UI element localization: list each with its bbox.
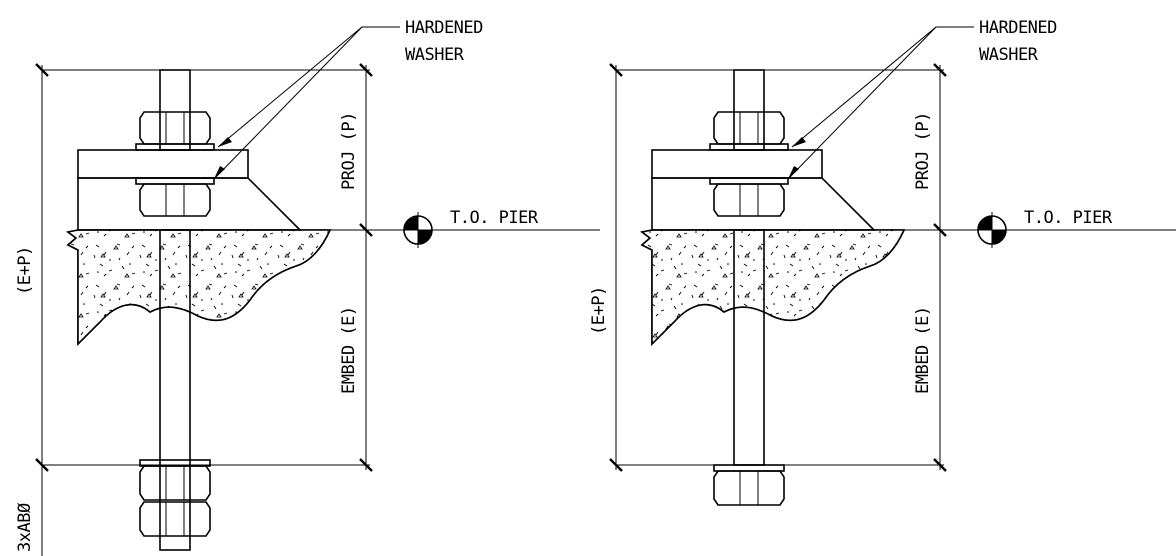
- hardened-washer-top: [709, 143, 789, 151]
- washer-label-line1: HARDENED: [979, 18, 1057, 38]
- washer-label-line2: WASHER: [405, 45, 465, 65]
- elevation-marker-icon: [974, 212, 1010, 248]
- detail-right: HARDENED WASHER T.O. PIER PROJ (P) EMBED…: [589, 18, 1176, 506]
- embed-label: EMBED (E): [913, 306, 933, 394]
- hex-nut-bottom-pair: [139, 459, 211, 537]
- grout-pad: [651, 177, 876, 231]
- total-label: (E+P): [589, 286, 609, 335]
- leader-lines: [787, 26, 974, 180]
- base-plate: [651, 149, 823, 179]
- washer-label-line1: HARDENED: [405, 18, 483, 38]
- hardened-washer-bottom: [135, 177, 215, 185]
- detail-left: HARDENED WASHER T.O. PIER PROJ (P) EMBED…: [15, 18, 600, 556]
- elevation-marker-icon: [400, 212, 436, 248]
- dimension-lines: [609, 63, 1176, 472]
- grout-pad: [77, 177, 302, 231]
- proj-label: PROJ (P): [913, 112, 933, 190]
- embed-label: EMBED (E): [339, 306, 359, 394]
- leader-lines: [213, 26, 400, 180]
- hardened-washer-top: [135, 143, 215, 151]
- total-label: (E+P): [15, 246, 35, 295]
- washer-label-line2: WASHER: [979, 45, 1039, 65]
- hardened-washer-bottom: [709, 177, 789, 185]
- base-plate: [77, 149, 249, 179]
- pier-label: T.O. PIER: [1024, 208, 1113, 228]
- proj-label: PROJ (P): [339, 112, 359, 190]
- rod-label: 3xABØ: [15, 503, 35, 552]
- pier-label: T.O. PIER: [450, 208, 539, 228]
- hex-nut-top: [713, 111, 785, 145]
- hex-nut-bottom: [713, 464, 785, 506]
- hex-nut-leveling: [139, 183, 211, 217]
- dimension-lines: [35, 63, 600, 556]
- pier-concrete: [640, 229, 906, 346]
- hex-nut-top: [139, 111, 211, 145]
- pier-concrete: [66, 229, 332, 346]
- hex-nut-leveling: [713, 183, 785, 217]
